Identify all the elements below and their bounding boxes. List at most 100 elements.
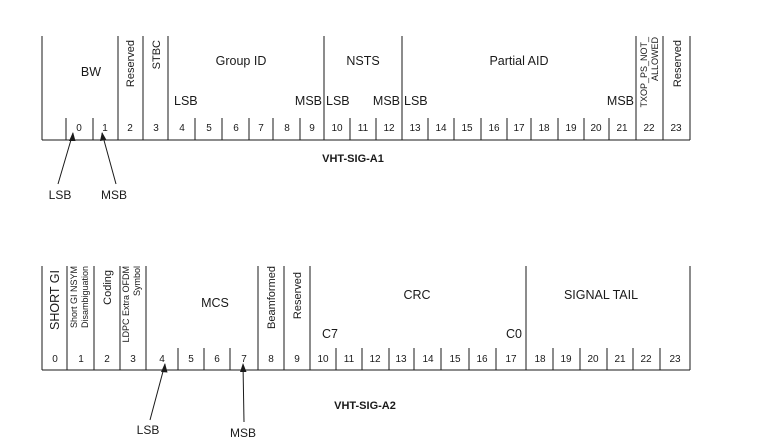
field-ldpc-extra-ofdm-symbol-line1: LDPC Extra OFDM [121, 266, 131, 343]
bit-number: 8 [284, 123, 290, 134]
field-coding: Coding [102, 270, 114, 305]
bit-number: 22 [643, 123, 655, 134]
arrowhead [161, 363, 168, 373]
diagram-title: VHT-SIG-A1 [322, 153, 384, 165]
field-short-gi-nsym-disambiguation-line1: Short GI NSYM [69, 266, 79, 328]
sig-a2-bit-markers: C7 C0 [322, 327, 522, 341]
bit-number: 15 [461, 123, 473, 134]
field-beamformed: Beamformed [266, 266, 278, 329]
sig-a1-bit-markers: LSB MSB LSB MSB LSB MSB [174, 94, 634, 108]
bit-number: 1 [102, 123, 108, 134]
bit-number: 12 [369, 354, 381, 365]
bit-number: 10 [331, 123, 343, 134]
bit-number: 7 [258, 123, 264, 134]
bit-number: 23 [669, 354, 681, 365]
field-reserved: Reserved [125, 40, 137, 87]
marker-lsb: LSB [326, 94, 350, 108]
bit-number: 20 [587, 354, 599, 365]
bit-number: 10 [317, 354, 329, 365]
marker-c7: C7 [322, 327, 338, 341]
sig-a2-grid [41, 266, 691, 371]
sig-a1-bit-numbers: 0 1 2 3 4 5 6 7 8 9 10 11 12 13 14 15 16… [76, 123, 682, 134]
lsb-arrow [57, 132, 74, 185]
msb-arrow [242, 363, 245, 423]
bit-number: 19 [560, 354, 572, 365]
field-short-gi-nsym-disambiguation-line2: Disambiguation [80, 266, 90, 328]
bit-number: 18 [538, 123, 550, 134]
bit-number: 13 [409, 123, 421, 134]
sig-a1-field-labels: BW Reserved STBC Group ID NSTS Partial A… [81, 36, 684, 108]
lsb-arrow [149, 363, 166, 421]
bit-number: 5 [206, 123, 212, 134]
bit-number: 2 [127, 123, 133, 134]
field-group-id: Group ID [216, 54, 267, 68]
bit-number: 13 [395, 354, 407, 365]
sig-a1-diagram: 0 1 2 3 4 5 6 7 8 9 10 11 12 13 14 15 16… [41, 36, 691, 202]
bit-number: 0 [52, 354, 58, 365]
bit-number: 8 [268, 354, 274, 365]
field-mcs: MCS [201, 296, 229, 310]
bit-number: 3 [130, 354, 136, 365]
bit-number: 20 [590, 123, 602, 134]
bit-number: 23 [670, 123, 682, 134]
sig-a2-field-labels: SHORT GI Short GI NSYM Disambiguation Co… [48, 266, 638, 343]
bit-number: 15 [449, 354, 461, 365]
marker-lsb: LSB [404, 94, 428, 108]
field-crc: CRC [403, 288, 430, 302]
bit-number: 19 [565, 123, 577, 134]
bit-number: 14 [435, 123, 447, 134]
arrowhead [69, 132, 76, 141]
bit-number: 6 [214, 354, 220, 365]
field-bw: BW [81, 65, 101, 79]
bit-number: 4 [179, 123, 185, 134]
bit-number: 17 [513, 123, 525, 134]
sig-a2-callouts: LSB MSB [137, 363, 256, 440]
field-txop-ps-not-allowed-line1: TXOP_PS_NOT_ [639, 36, 649, 108]
bit-number: 22 [640, 354, 652, 365]
sig-a2-diagram: 0 1 2 3 4 5 6 7 8 9 10 11 12 13 14 15 16… [41, 266, 691, 440]
callout-lsb: LSB [49, 188, 72, 202]
field-reserved: Reserved [292, 272, 304, 319]
bit-number: 14 [422, 354, 434, 365]
sig-a1-grid [41, 36, 691, 141]
sig-a2-bit-numbers: 0 1 2 3 4 5 6 7 8 9 10 11 12 13 14 15 16… [52, 354, 681, 365]
arrowhead [100, 132, 107, 141]
bit-number: 2 [104, 354, 110, 365]
msb-arrow [101, 132, 117, 185]
marker-c0: C0 [506, 327, 522, 341]
bit-number: 16 [488, 123, 500, 134]
bit-number: 18 [534, 354, 546, 365]
diagram-title: VHT-SIG-A2 [334, 400, 396, 412]
bit-number: 17 [505, 354, 517, 365]
bit-number: 5 [188, 354, 194, 365]
marker-msb: MSB [295, 94, 322, 108]
marker-msb: MSB [373, 94, 400, 108]
bit-number: 11 [358, 123, 369, 134]
bit-number: 3 [153, 123, 159, 134]
field-ldpc-extra-ofdm-symbol-line2: Symbol [132, 266, 142, 296]
field-partial-aid: Partial AID [489, 54, 548, 68]
field-reserved: Reserved [672, 40, 684, 87]
arrowhead [240, 363, 247, 372]
bit-number: 21 [614, 354, 626, 365]
bit-number: 16 [476, 354, 488, 365]
marker-lsb: LSB [174, 94, 198, 108]
callout-msb: MSB [230, 426, 256, 440]
bit-number: 7 [241, 354, 247, 365]
field-short-gi: SHORT GI [48, 270, 62, 330]
bit-number: 9 [309, 123, 315, 134]
field-stbc: STBC [151, 40, 163, 69]
bit-number: 12 [383, 123, 395, 134]
bit-number: 1 [78, 354, 84, 365]
field-signal-tail: SIGNAL TAIL [564, 288, 638, 302]
bit-number: 11 [344, 354, 355, 365]
sig-a1-callouts: LSB MSB [49, 132, 127, 202]
callout-lsb: LSB [137, 423, 160, 437]
bit-number: 21 [616, 123, 628, 134]
bit-number: 6 [233, 123, 239, 134]
marker-msb: MSB [607, 94, 634, 108]
field-txop-ps-not-allowed-line2: ALLOWED [650, 37, 660, 82]
field-nsts: NSTS [346, 54, 379, 68]
bit-number: 0 [76, 123, 82, 134]
